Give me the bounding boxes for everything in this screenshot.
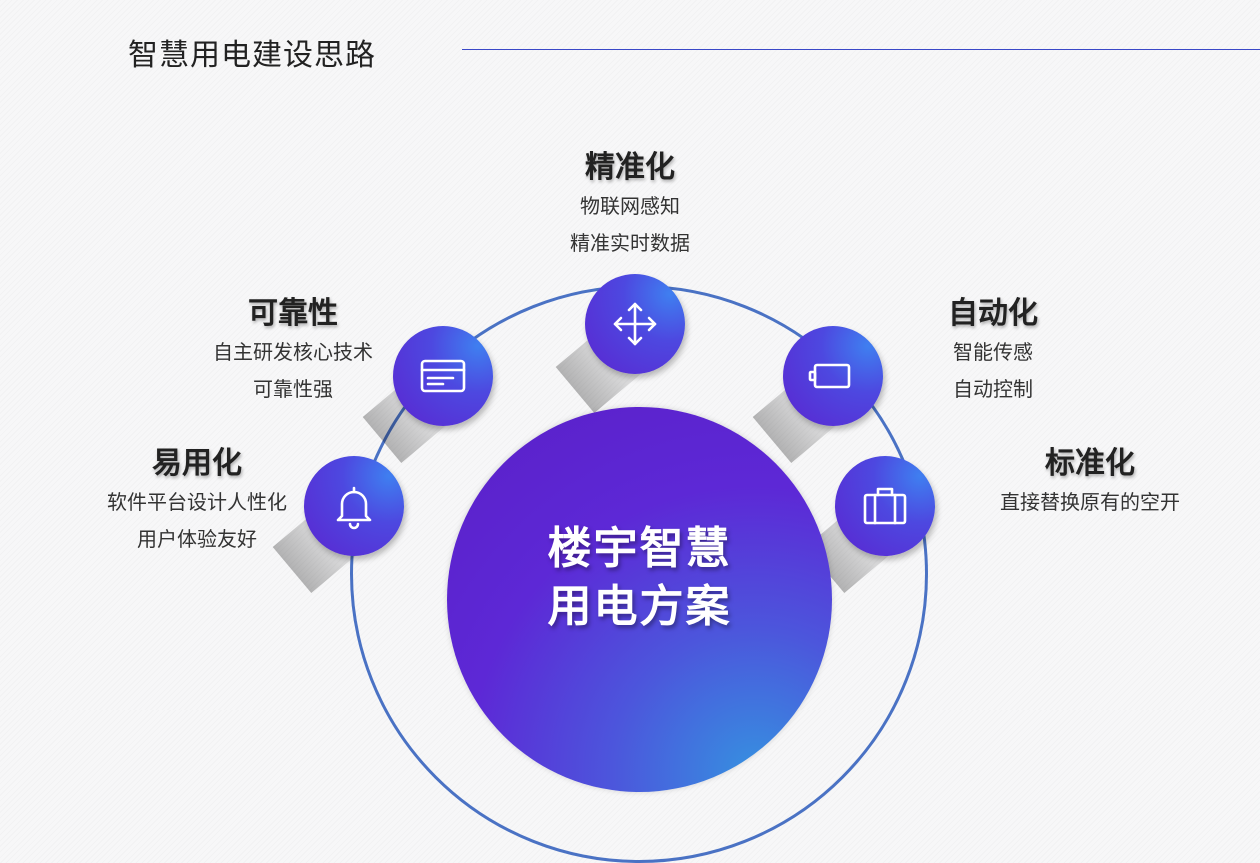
center-line-2: 用电方案 xyxy=(547,581,732,632)
title-divider xyxy=(462,49,1260,50)
node-automated xyxy=(783,326,883,426)
precise-title: 精准化 xyxy=(585,150,675,185)
node-reliable xyxy=(393,326,493,426)
standard-title: 标准化 xyxy=(1045,446,1135,481)
node-usable xyxy=(304,456,404,556)
briefcase-icon xyxy=(863,487,907,525)
node-precise xyxy=(585,274,685,374)
battery-icon xyxy=(808,363,851,389)
usable-title: 易用化 xyxy=(152,446,242,481)
usable-line-2: 用户体验友好 xyxy=(137,527,257,551)
move-arrows-icon xyxy=(613,302,657,346)
precise-line-2: 精准实时数据 xyxy=(570,231,690,255)
standard-line-1: 直接替换原有的空开 xyxy=(1000,490,1180,514)
reliable-line-2: 可靠性强 xyxy=(253,377,333,401)
automated-title: 自动化 xyxy=(948,296,1038,331)
label-reliable: 可靠性 自主研发核心技术 可靠性强 xyxy=(193,294,393,408)
label-usable: 易用化 软件平台设计人性化 用户体验友好 xyxy=(92,444,302,558)
automated-line-2: 自动控制 xyxy=(953,377,1033,401)
usable-line-1: 软件平台设计人性化 xyxy=(107,490,287,514)
center-line-1: 楼宇智慧 xyxy=(547,523,732,574)
label-automated: 自动化 智能传感 自动控制 xyxy=(893,294,1093,408)
slide-title: 智慧用电建设思路 xyxy=(128,38,376,73)
automated-line-1: 智能传感 xyxy=(953,340,1033,364)
node-standard xyxy=(835,456,935,556)
center-text: 楼宇智慧 用电方案 xyxy=(447,520,832,636)
label-standard: 标准化 直接替换原有的空开 xyxy=(985,444,1195,521)
reliable-title: 可靠性 xyxy=(248,296,338,331)
label-precise: 精准化 物联网感知 精准实时数据 xyxy=(530,148,730,262)
reliable-line-1: 自主研发核心技术 xyxy=(213,340,373,364)
precise-line-1: 物联网感知 xyxy=(580,194,680,218)
bell-icon xyxy=(336,486,372,530)
credit-card-icon xyxy=(420,359,466,393)
